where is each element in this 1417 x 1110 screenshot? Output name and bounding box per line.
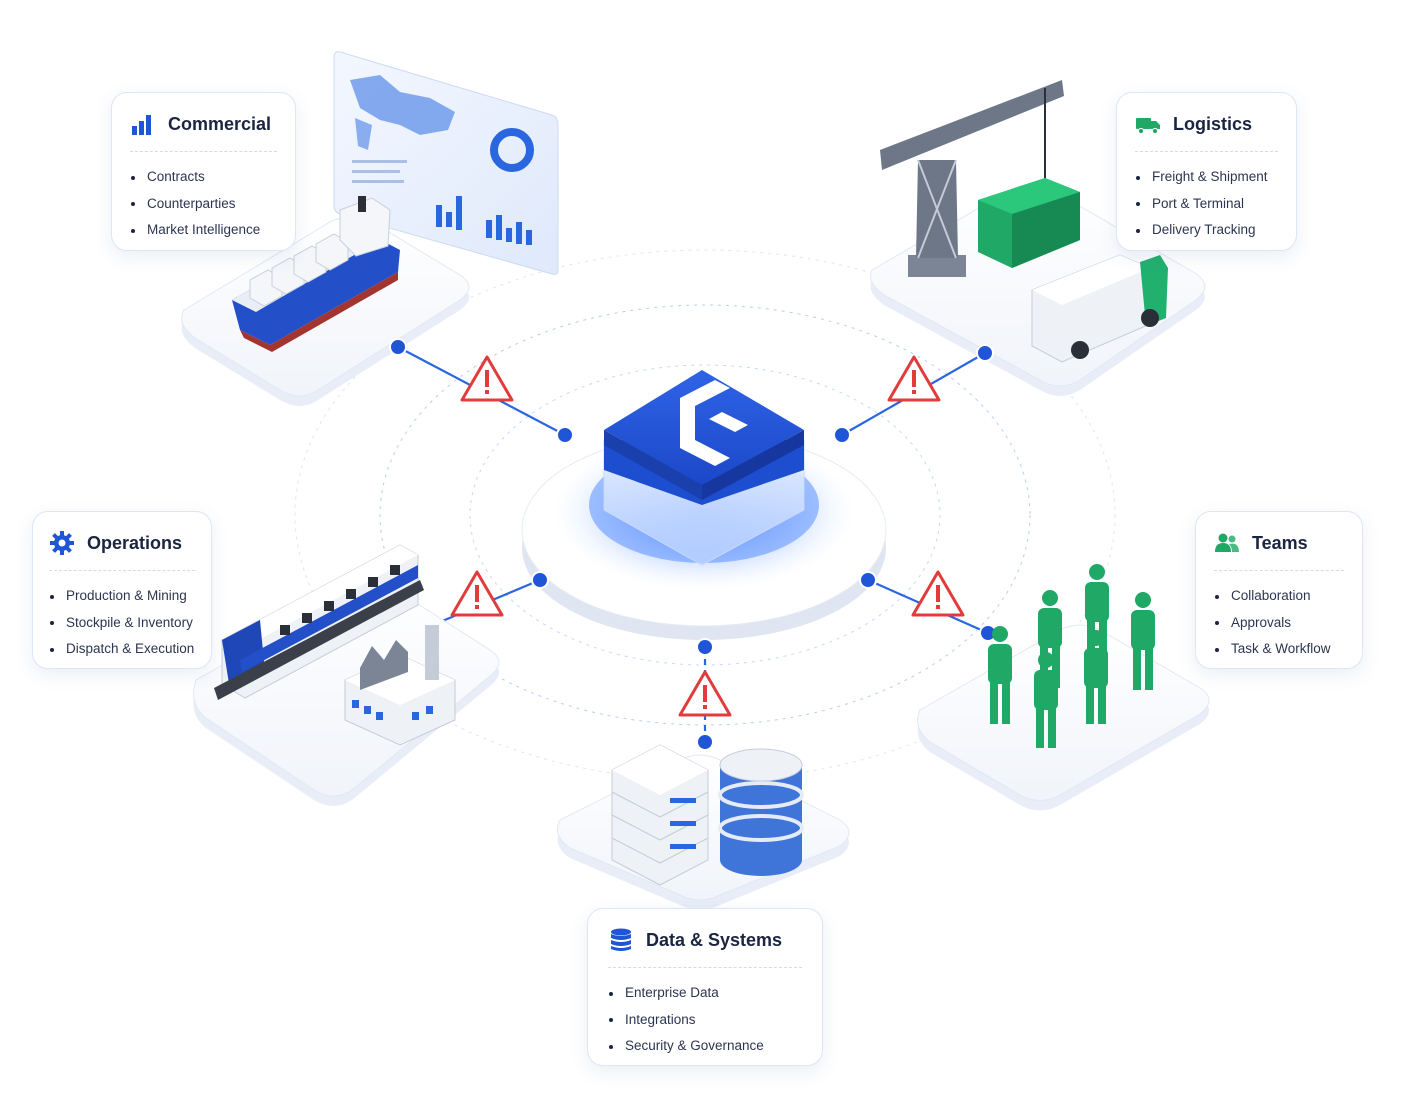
divider — [608, 967, 802, 968]
logistics-title: Logistics — [1173, 113, 1253, 134]
teams-card[interactable]: Teams Collaboration Approvals Task & Wor… — [1195, 511, 1363, 669]
list-item: Port & Terminal — [1135, 191, 1278, 218]
divider — [1214, 570, 1344, 571]
warning-triangle-icon — [678, 670, 732, 717]
warning-triangle-icon — [911, 570, 965, 617]
logistics-list: Freight & Shipment Port & Terminal Deliv… — [1135, 164, 1278, 244]
warning-triangle-icon — [460, 355, 514, 402]
logistics-card[interactable]: Logistics Freight & Shipment Port & Term… — [1116, 92, 1297, 251]
list-item: Delivery Tracking — [1135, 217, 1278, 244]
commercial-title: Commercial — [168, 113, 272, 134]
data-systems-card[interactable]: Data & Systems Enterprise Data Integrati… — [587, 908, 823, 1066]
users-icon — [1215, 533, 1239, 552]
commercial-list: Contracts Counterparties Market Intellig… — [130, 164, 277, 244]
operations-list: Production & Mining Stockpile & Inventor… — [49, 583, 195, 663]
connector-dots — [389, 338, 997, 751]
database-cylinder — [718, 748, 804, 876]
data-systems-title: Data & Systems — [646, 929, 783, 950]
commercial-card[interactable]: Commercial Contracts Counterparties Mark… — [111, 92, 296, 251]
list-item: Dispatch & Execution — [49, 636, 195, 663]
divider — [1135, 151, 1278, 152]
list-item: Counterparties — [130, 191, 277, 218]
divider — [49, 570, 195, 571]
operations-card[interactable]: Operations Production & Mining Stockpile… — [32, 511, 212, 669]
train — [214, 544, 424, 700]
list-item: Task & Workflow — [1214, 636, 1344, 663]
warning-triangle-icon — [887, 355, 941, 402]
factory — [344, 625, 456, 746]
teams-list: Collaboration Approvals Task & Workflow — [1214, 583, 1344, 663]
crane — [880, 80, 1064, 277]
truck — [1031, 254, 1168, 363]
list-item: Freight & Shipment — [1135, 164, 1278, 191]
gear-icon — [50, 531, 74, 555]
list-item: Market Intelligence — [130, 217, 277, 244]
list-item: Collaboration — [1214, 583, 1344, 610]
list-item: Security & Governance — [608, 1033, 802, 1060]
warning-triangle-icon — [450, 570, 504, 617]
teams-platform — [917, 624, 1210, 811]
divider — [130, 151, 277, 152]
list-item: Integrations — [608, 1007, 802, 1034]
platform-logo-icon — [603, 370, 805, 566]
list-item: Contracts — [130, 164, 277, 191]
list-item: Enterprise Data — [608, 980, 802, 1007]
server-rack — [611, 744, 709, 886]
bar-chart-icon — [132, 115, 151, 135]
truck-icon — [1136, 118, 1160, 135]
teams-title: Teams — [1252, 532, 1308, 553]
cargo-ship — [232, 196, 400, 352]
list-item: Stockpile & Inventory — [49, 610, 195, 637]
list-item: Production & Mining — [49, 583, 195, 610]
team-figures — [988, 564, 1155, 748]
database-icon — [611, 928, 631, 951]
shipping-container — [978, 178, 1080, 268]
list-item: Approvals — [1214, 610, 1344, 637]
operations-title: Operations — [87, 532, 183, 553]
data-systems-list: Enterprise Data Integrations Security & … — [608, 980, 802, 1060]
